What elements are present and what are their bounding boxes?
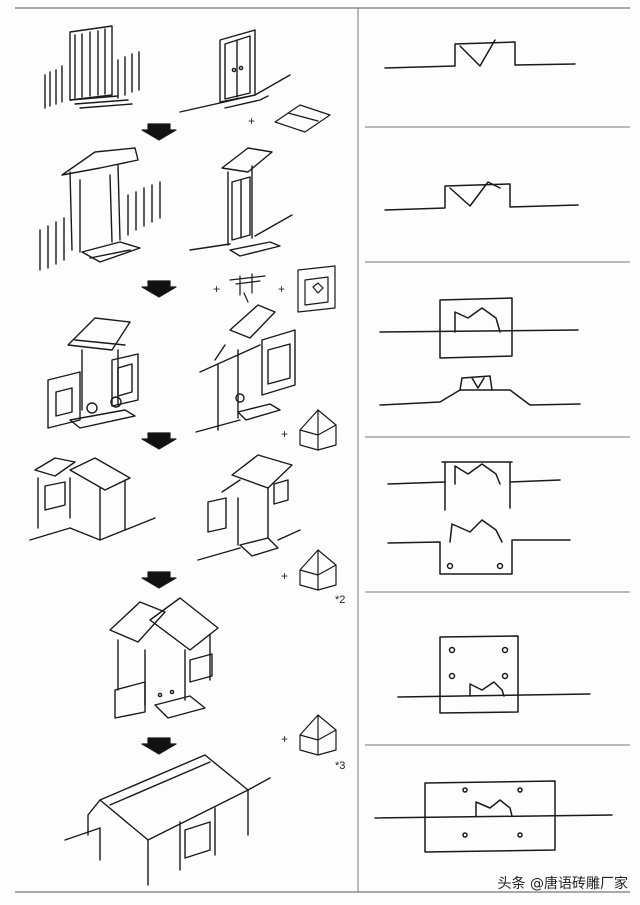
sketch-stage-6-long-hall [64,754,271,886]
plan-row-dividers [365,126,630,746]
sketch-stage-1-fence-gate [44,25,140,109]
sketch-house-icon-1 [299,409,337,451]
multiplier-label-2: *2 [335,594,346,606]
sketch-stage-2-door-eave [189,147,293,257]
sketch-house-icon-3 [299,714,337,756]
sketch-stage-4-twin-roofs [29,457,156,541]
arrow-5 [141,737,177,755]
multiplier-label-3: *3 [335,760,346,772]
arrow-1 [141,123,177,141]
plan-stage-6 [374,780,613,853]
plus-sign-4: + [281,427,289,441]
sketch-stage-2-roofed-gate [39,147,161,271]
sketch-bracket-piece [229,273,266,303]
plus-sign-3: + [278,282,286,296]
plus-sign-6: + [281,732,289,746]
sketch-stage-3-ornate-gate [47,317,139,429]
sketch-stage-3-side-gate [195,304,296,433]
plan-stage-2 [384,181,579,211]
plan-stage-3 [379,297,581,406]
arrow-2 [141,280,177,298]
sketch-stage-1-door [179,29,291,113]
sketch-stage-5-double-roof [109,597,219,719]
watermark-text: 头条 @唐语砖雕厂家 [497,876,628,892]
plan-stage-4 [387,461,571,575]
arrow-3 [141,432,177,450]
plan-stage-5 [397,635,591,714]
sketch-stage-1-roof-piece [274,104,331,133]
sketch-panel-piece [297,265,336,313]
arrow-4 [141,571,177,589]
plus-sign-2: + [213,282,221,296]
sketch-house-icon-2 [299,549,337,591]
plus-sign-1: + [248,114,256,128]
sketch-stage-4-porch [197,454,301,561]
plus-sign-5: + [281,569,289,583]
plan-stage-1 [384,39,576,69]
